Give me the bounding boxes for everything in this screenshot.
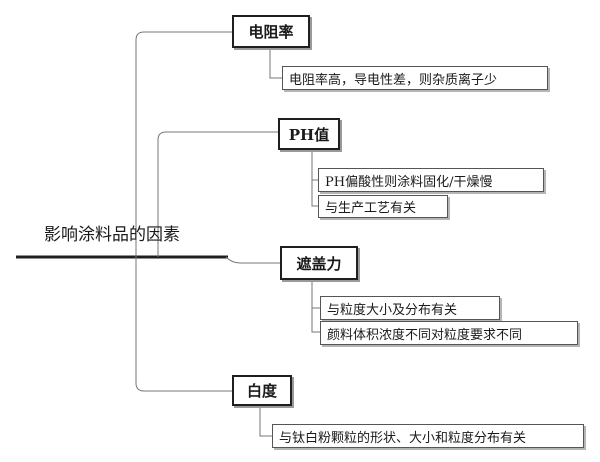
- branch-baidu: [135, 257, 232, 392]
- item-ph-1: PH偏酸性则涂料固化/干燥慢: [318, 168, 544, 192]
- branch-dianzulv: [135, 31, 232, 257]
- root-topic: 影响涂料品的因素: [44, 225, 180, 245]
- category-baidu: 白度: [232, 375, 292, 406]
- sub-connector-3: [311, 282, 320, 333]
- item-zhegaili-1: 与粒度大小及分布有关: [320, 296, 500, 320]
- branch-ph: [157, 131, 278, 257]
- category-zhegaili: 遮盖力: [280, 246, 358, 280]
- sub-connector-4: [259, 406, 272, 437]
- item-zhegaili-2: 颜料体积浓度不同对粒度要求不同: [320, 321, 578, 345]
- item-ph-2: 与生产工艺有关: [318, 195, 448, 218]
- item-baidu-1: 与钛白粉颗粒的形状、大小和粒度分布有关: [272, 424, 584, 448]
- category-dianzulv: 电阻率: [232, 15, 310, 48]
- item-dianzulv-1: 电阻率高，导电性差，则杂质离子少: [282, 66, 548, 90]
- sub-connector-1: [269, 48, 282, 79]
- branch-zhegaili: [225, 256, 280, 264]
- category-ph: PH值: [278, 118, 340, 150]
- sub-connector-2: [311, 150, 318, 207]
